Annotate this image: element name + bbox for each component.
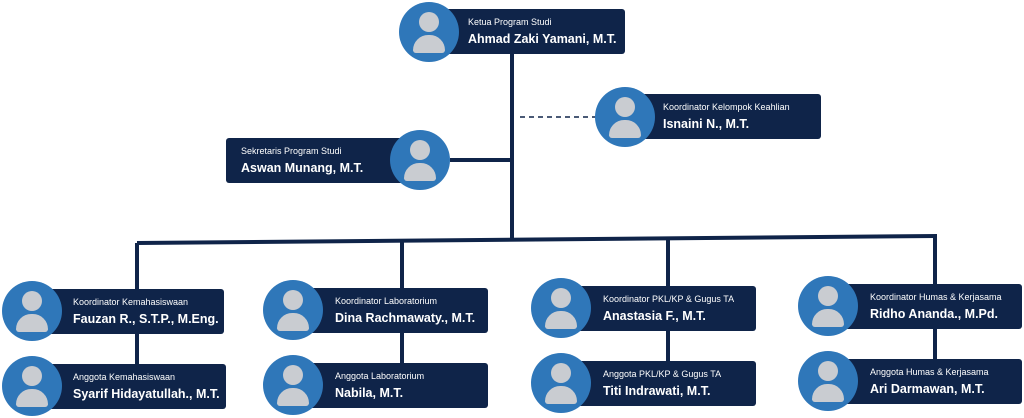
person-name: Ridho Ananda., M.Pd. xyxy=(870,307,999,321)
person-silhouette-icon xyxy=(399,2,459,62)
role-label: Ketua Program Studi xyxy=(468,17,552,27)
role-label: Anggota PKL/KP & Gugus TA xyxy=(603,369,722,379)
role-label: Koordinator PKL/KP & Gugus TA xyxy=(603,294,735,304)
node-card: Koordinator Kemahasiswaan Fauzan R., S.T… xyxy=(32,289,224,334)
role-label: Anggota Humas & Kerjasama xyxy=(870,367,989,377)
person-name: Ahmad Zaki Yamani, M.T. xyxy=(468,32,617,46)
person-silhouette-icon xyxy=(531,353,591,413)
person-silhouette-icon xyxy=(595,87,655,147)
person-name: Nabila, M.T. xyxy=(335,386,404,400)
role-label: Koordinator Laboratorium xyxy=(335,296,438,306)
person-silhouette-icon xyxy=(798,276,858,336)
node-card: Anggota Kemahasiswaan Syarif Hidayatulla… xyxy=(32,364,226,409)
person-silhouette-icon xyxy=(798,351,858,411)
person-name: Ari Darmawan, M.T. xyxy=(870,382,985,396)
person-name: Anastasia F., M.T. xyxy=(603,309,706,323)
node-card: Koordinator Kelompok Keahlian Isnaini N.… xyxy=(624,94,821,139)
role-label: Anggota Kemahasiswaan xyxy=(73,372,176,382)
role-label: Koordinator Humas & Kerjasama xyxy=(870,292,1002,302)
node-card: Koordinator Laboratorium Dina Rachmawaty… xyxy=(294,288,488,333)
node-card: Sekretaris Program Studi Aswan Munang, M… xyxy=(226,138,420,183)
bus-line xyxy=(136,234,938,245)
node-card: Koordinator PKL/KP & Gugus TA Anastasia … xyxy=(562,286,756,331)
node-card: Anggota Humas & Kerjasama Ari Darmawan, … xyxy=(829,359,1022,404)
role-label: Sekretaris Program Studi xyxy=(241,146,342,156)
node-card: Ketua Program Studi Ahmad Zaki Yamani, M… xyxy=(427,9,625,54)
role-label: Koordinator Kelompok Keahlian xyxy=(663,102,790,112)
person-name: Aswan Munang, M.T. xyxy=(241,161,364,175)
node-card: Anggota Laboratorium Nabila, M.T. xyxy=(294,363,488,408)
person-silhouette-icon xyxy=(263,355,323,415)
role-label: Koordinator Kemahasiswaan xyxy=(73,297,189,307)
person-silhouette-icon xyxy=(263,280,323,340)
person-name: Fauzan R., S.T.P., M.Eng. xyxy=(73,312,219,326)
node-card: Anggota PKL/KP & Gugus TA Titi Indrawati… xyxy=(562,361,756,406)
person-name: Syarif Hidayatullah., M.T. xyxy=(73,387,220,401)
person-name: Dina Rachmawaty., M.T. xyxy=(335,311,476,325)
person-name: Isnaini N., M.T. xyxy=(663,117,750,131)
role-label: Anggota Laboratorium xyxy=(335,371,425,381)
person-silhouette-icon xyxy=(390,130,450,190)
person-name: Titi Indrawati, M.T. xyxy=(603,384,711,398)
person-silhouette-icon xyxy=(2,356,62,416)
node-card: Koordinator Humas & Kerjasama Ridho Anan… xyxy=(829,284,1022,329)
person-silhouette-icon xyxy=(531,278,591,338)
person-silhouette-icon xyxy=(2,281,62,341)
